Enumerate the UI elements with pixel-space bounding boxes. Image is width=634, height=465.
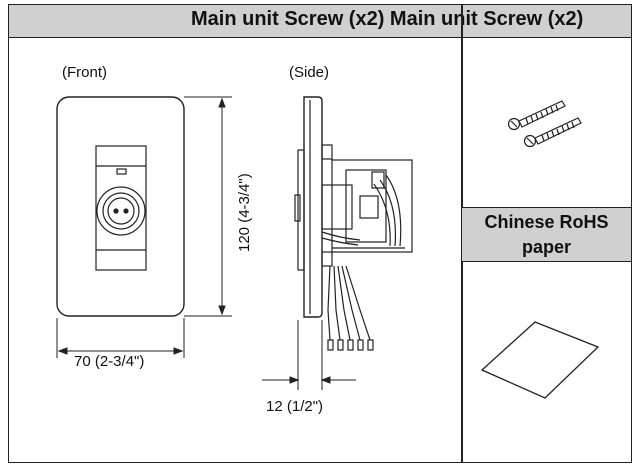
front-view-drawing	[56, 96, 185, 317]
header-title: Main unit Screw (x2) Main unit Screw (x2…	[191, 8, 584, 30]
depth-dimension-label: 12 (1/2")	[266, 398, 324, 415]
height-dimension-line	[184, 96, 232, 317]
column-divider	[461, 4, 463, 463]
rohs-label-line2: paper	[521, 237, 572, 257]
table-header: Main unit Screw (x2) Main unit Screw (x2…	[8, 4, 632, 38]
table-frame	[8, 4, 632, 463]
width-dimension-label: 70 (2-3/4")	[74, 353, 145, 370]
side-view-drawing	[294, 96, 413, 351]
screw-illustration-1	[507, 100, 566, 131]
screw-illustration-2	[523, 117, 582, 148]
width-dimension-line	[56, 318, 185, 358]
depth-dimension-line	[262, 320, 356, 390]
rohs-paper-illustration	[480, 321, 600, 399]
rohs-paper-label-cell: Chinese RoHS paper	[462, 207, 631, 262]
side-view-label: (Side)	[289, 64, 330, 81]
front-view-label: (Front)	[62, 64, 107, 81]
rohs-label-line1: Chinese RoHS	[484, 212, 609, 232]
